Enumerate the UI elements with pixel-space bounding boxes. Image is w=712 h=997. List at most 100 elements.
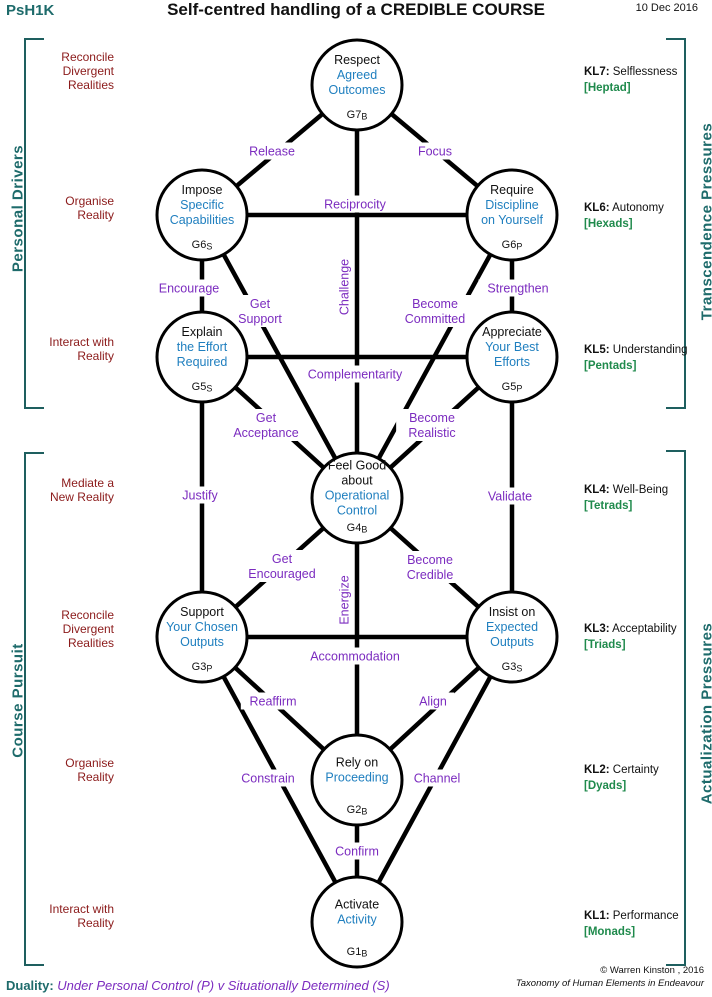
edge-label-text: Align xyxy=(419,695,447,709)
edge-label-background xyxy=(477,487,543,505)
date-label: 10 Dec 2016 xyxy=(635,2,698,14)
edge-label-encourage: Encourage xyxy=(153,279,225,297)
edge-label-align: Align xyxy=(411,692,455,710)
edge-label-background xyxy=(335,251,353,323)
node-circle xyxy=(310,38,404,132)
node-circle xyxy=(155,168,249,262)
edge-label-text: Become xyxy=(412,297,458,311)
edge-label-background xyxy=(240,692,306,710)
edge-label-background xyxy=(297,365,413,383)
edge-label-text: Become xyxy=(407,553,453,567)
node-text: Required xyxy=(177,355,228,369)
node-code: G5S xyxy=(192,381,213,394)
edge-label-text: Release xyxy=(249,145,295,159)
node-code: G6P xyxy=(502,239,523,252)
level-kl6: KL6: Autonomy[Hexads] xyxy=(584,202,664,230)
edge-label-background xyxy=(242,550,322,582)
edge-label-text: Complementarity xyxy=(308,368,403,382)
edge-label-validate: Validate xyxy=(477,487,543,505)
node-text: the Effort xyxy=(177,340,228,354)
edge-label-background xyxy=(153,279,225,297)
edge-label-accommodation: Accommodation xyxy=(304,647,406,665)
node-text: Your Best xyxy=(485,340,539,354)
node-text: about xyxy=(341,474,373,488)
left-top-bracket xyxy=(24,38,44,409)
edge-label-energize: Energize xyxy=(335,567,353,633)
edge-label-background xyxy=(478,279,558,297)
left-label-5: Reconcile Divergent Realities xyxy=(61,608,114,650)
node-text: Impose xyxy=(182,183,223,197)
node-code: G7B xyxy=(347,109,368,122)
edge-label-text: Get xyxy=(250,297,271,311)
left-bottom-bracket xyxy=(24,452,44,966)
edge-label-complementarity: Complementarity xyxy=(297,365,413,383)
edge-label-text: Encouraged xyxy=(248,567,315,581)
edge-label-background xyxy=(396,409,468,441)
node-text: Rely on xyxy=(336,756,378,770)
left-label-3: Interact with Reality xyxy=(49,335,114,363)
node-code: G2B xyxy=(347,804,368,817)
node-circle xyxy=(465,168,559,262)
edge-label-background xyxy=(328,842,386,860)
edge-label-background xyxy=(304,647,406,665)
edge-label-constrain: Constrain xyxy=(232,769,304,787)
level-kl7: KL7: Selflessness[Heptad] xyxy=(584,66,678,94)
edge-label-background xyxy=(232,769,304,787)
left-label-7: Interact with Reality xyxy=(49,902,114,930)
node-text: Proceeding xyxy=(325,771,388,785)
node-code: G4B xyxy=(347,522,368,535)
left-label-2: Organise Reality xyxy=(65,194,114,222)
node-text: Appreciate xyxy=(482,325,542,339)
node-text: Insist on xyxy=(489,605,536,619)
node-text: Respect xyxy=(334,53,380,67)
node-text: Discipline xyxy=(485,198,539,212)
node-text: Outputs xyxy=(180,635,224,649)
node-code: G1B xyxy=(347,946,368,959)
node-code: G3S xyxy=(502,661,523,674)
node-text: Your Chosen xyxy=(166,620,238,634)
level-kl2: KL2: Certainty[Dyads] xyxy=(584,764,659,792)
edge-label-text: Strengthen xyxy=(487,282,548,296)
edge-label-text: Confirm xyxy=(335,845,379,859)
node-text: Operational xyxy=(325,489,390,503)
right-bottom-bracket xyxy=(666,450,686,966)
node-text: on Yourself xyxy=(481,213,543,227)
node-circle xyxy=(155,590,249,684)
edge-label-background xyxy=(397,551,463,583)
edge-label-text: Validate xyxy=(488,490,532,504)
edge-label-reaffirm: Reaffirm xyxy=(240,692,306,710)
taxonomy-credit: Taxonomy of Human Elements in Endeavour xyxy=(515,978,704,989)
node-circle xyxy=(465,310,559,404)
edge-label-text: Channel xyxy=(414,772,461,786)
node-circle xyxy=(310,875,404,969)
edge-label-background xyxy=(311,195,399,213)
duality-footer: Duality: Under Personal Control (P) v Si… xyxy=(6,978,390,993)
left-label-6: Organise Reality xyxy=(65,756,114,784)
node-text: Require xyxy=(490,183,534,197)
node-circle xyxy=(155,310,249,404)
edge-label-background xyxy=(411,692,455,710)
edge-label-text: Support xyxy=(238,312,282,326)
node-code: G6S xyxy=(192,239,213,252)
node-text: Specific xyxy=(180,198,224,212)
node-circle xyxy=(310,451,404,545)
copyright-credit: © Warren Kinston , 2016 xyxy=(600,965,704,976)
node-text: Activity xyxy=(337,913,377,927)
edge-label-text: Energize xyxy=(338,575,352,624)
edge-label-background xyxy=(408,769,466,787)
edge-label-text: Focus xyxy=(418,145,452,159)
edge-label-text: Reciprocity xyxy=(324,198,387,212)
edge-label-release: Release xyxy=(243,142,301,160)
left-label-1: Reconcile Divergent Realities xyxy=(61,50,114,92)
edge-label-text: Credible xyxy=(407,568,454,582)
